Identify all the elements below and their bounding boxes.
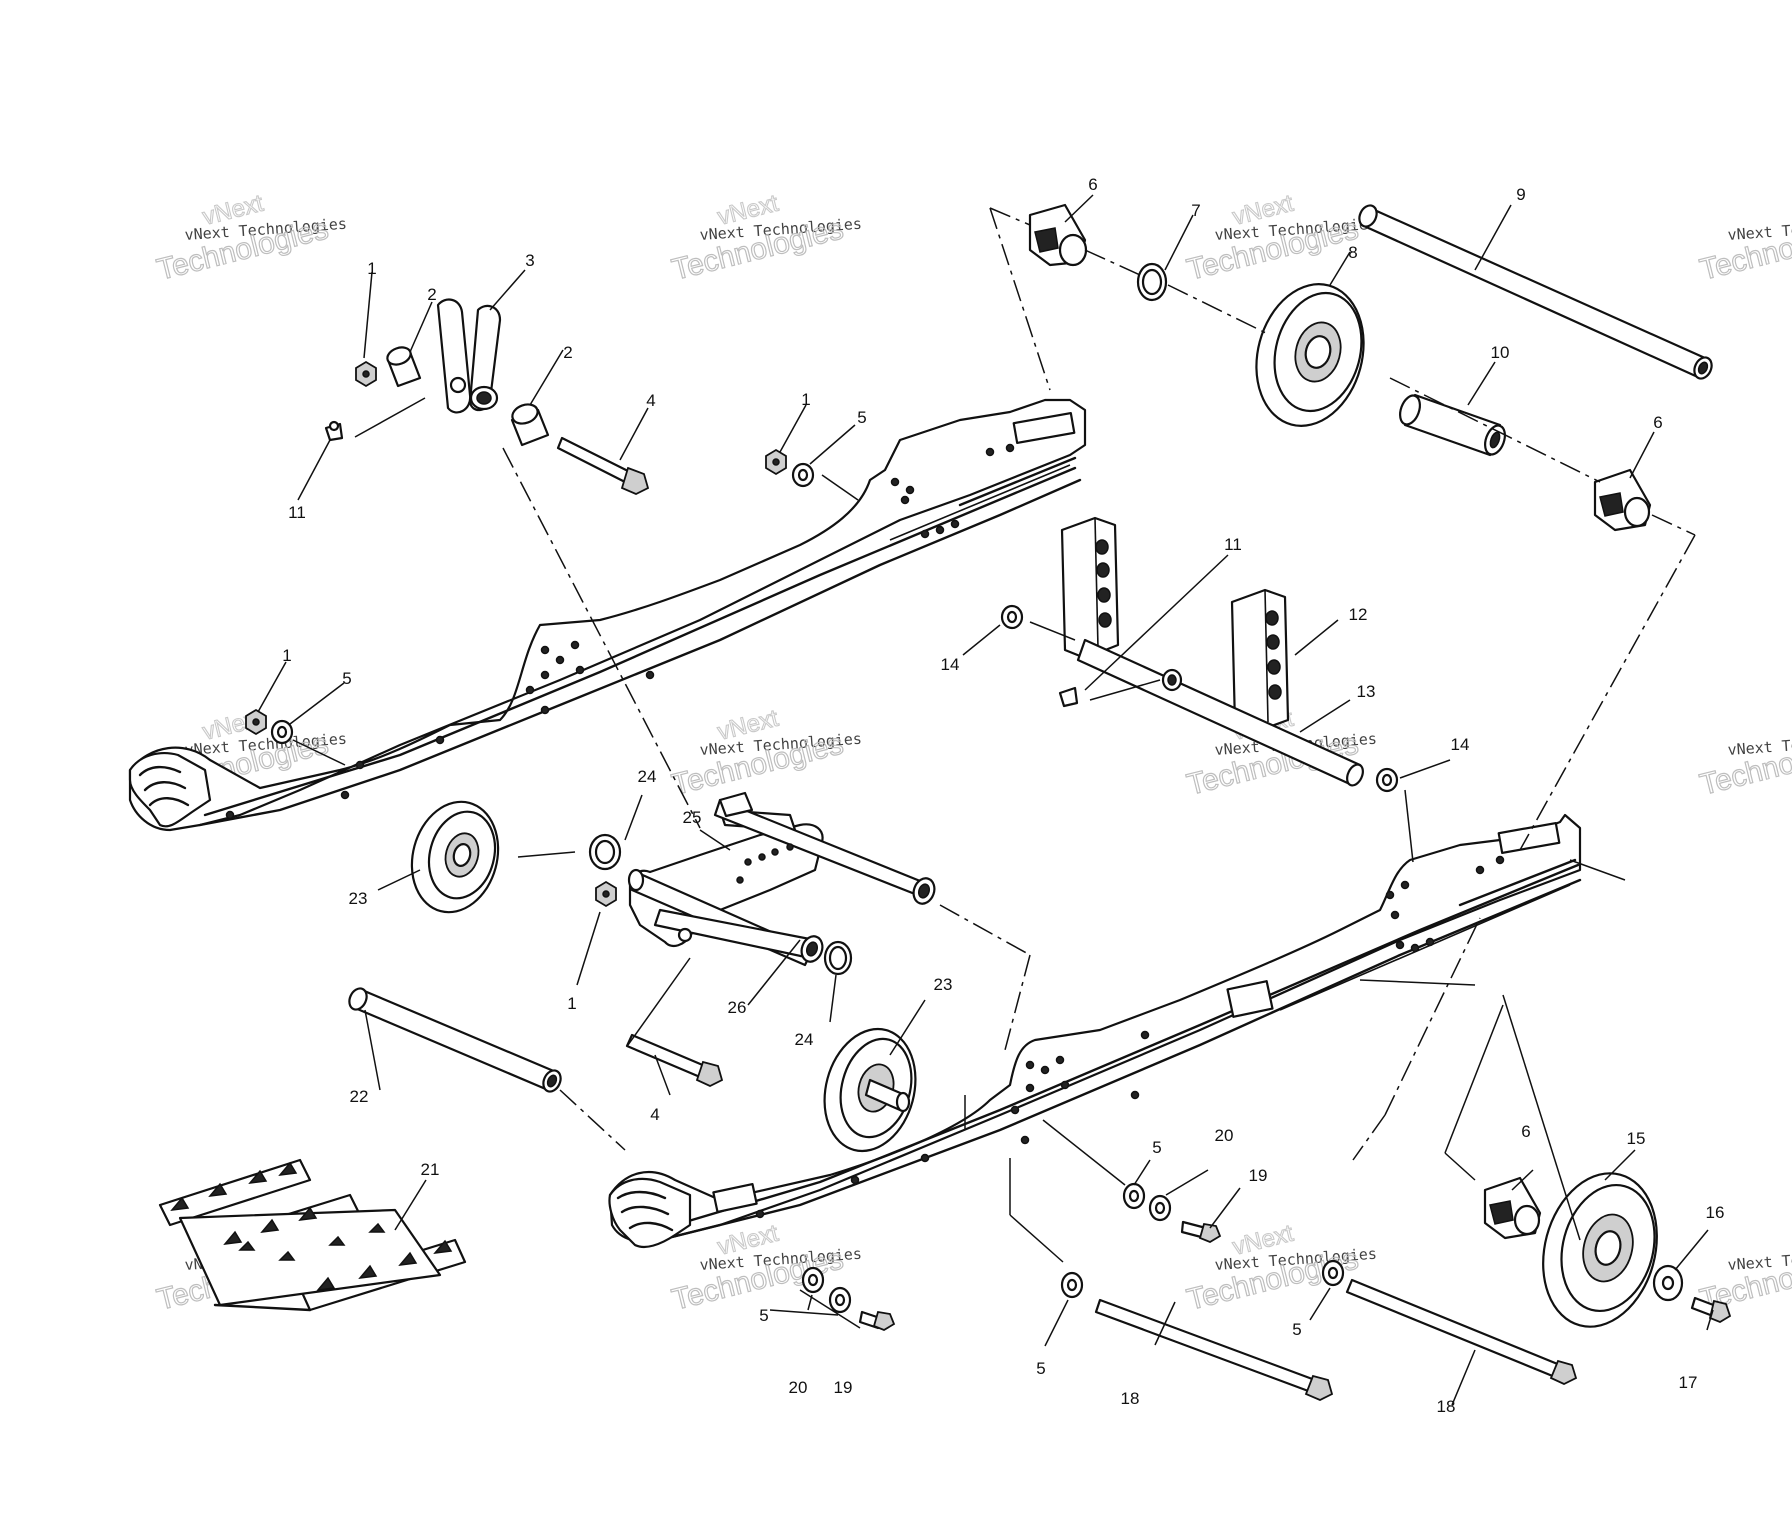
callout-label: 22 xyxy=(350,1087,369,1106)
right-slide-rail xyxy=(608,813,1582,1249)
watermark: vNext vNext Technologies Technologies xyxy=(668,189,862,287)
link-plate-icon xyxy=(436,298,502,414)
callout-label: 24 xyxy=(638,767,657,786)
callout-label: 20 xyxy=(789,1378,808,1397)
wheel-bracket-icon xyxy=(1483,1176,1542,1240)
callout-label: 2 xyxy=(563,343,572,362)
callout-label: 15 xyxy=(1627,1129,1646,1148)
callout-label: 2 xyxy=(427,285,436,304)
bolt-icon xyxy=(858,1310,896,1332)
callout-label: 6 xyxy=(1653,413,1662,432)
callout-label: 24 xyxy=(795,1030,814,1049)
left-slide-rail xyxy=(128,398,1087,832)
callout-label: 21 xyxy=(421,1160,440,1179)
callout-label: 5 xyxy=(759,1306,768,1325)
watermark: vNext vNext Technologies Technologies xyxy=(668,704,862,802)
bolt-icon xyxy=(1690,1296,1732,1324)
wheel-bracket-icon xyxy=(1593,468,1652,532)
front-torque-arm xyxy=(348,791,936,1153)
callout-label: 18 xyxy=(1437,1397,1456,1416)
callout-label: 1 xyxy=(282,646,291,665)
leader-lines xyxy=(257,194,1714,1406)
rail-holes xyxy=(225,443,1015,820)
watermark: vNext vNext Technologies Technologies xyxy=(1183,189,1377,287)
callout-label: 5 xyxy=(857,408,866,427)
rear-scissor-bracket xyxy=(1000,516,1399,793)
callout-label: 14 xyxy=(941,655,960,674)
callout-label: 13 xyxy=(1357,682,1376,701)
callout-labels: 1 2 3 2 4 11 1 5 1 5 6 7 8 9 10 6 11 12 … xyxy=(282,175,1724,1416)
top-right-hardware xyxy=(1028,203,1713,532)
axle-tube-icon xyxy=(1358,204,1713,380)
callout-label: 1 xyxy=(801,390,810,409)
callout-label: 11 xyxy=(1224,535,1242,554)
callout-label: 5 xyxy=(342,669,351,688)
grease-fitting-icon xyxy=(1058,686,1079,708)
callout-label: 25 xyxy=(683,808,702,827)
callout-label: 16 xyxy=(1706,1203,1725,1222)
idler-wheel-icon xyxy=(410,800,500,914)
bolt-icon xyxy=(625,1033,724,1087)
long-bolt-icon xyxy=(1345,1278,1578,1385)
bolt-icon xyxy=(1180,1220,1222,1244)
grease-fitting-icon xyxy=(324,420,344,442)
long-bolt-icon xyxy=(1094,1298,1334,1401)
watermark: vNext Technologies Technologies xyxy=(1696,212,1792,288)
callout-label: 18 xyxy=(1121,1389,1140,1408)
axle-tube-icon xyxy=(348,987,562,1093)
idler-wheel-icon xyxy=(1255,283,1365,427)
rear-hardware xyxy=(801,1172,1732,1401)
callout-label: 4 xyxy=(650,1105,659,1124)
callout-label: 19 xyxy=(1249,1166,1268,1185)
callout-label: 11 xyxy=(288,503,306,522)
callout-label: 10 xyxy=(1491,343,1510,362)
callout-label: 17 xyxy=(1679,1373,1698,1392)
idler-wheel-icon xyxy=(1542,1172,1658,1328)
callout-label: 6 xyxy=(1088,175,1097,194)
callout-label: 4 xyxy=(646,391,655,410)
cross-shaft-icon xyxy=(1076,638,1364,787)
bolt-icon xyxy=(556,436,650,495)
hyfax-slide-strip xyxy=(158,1158,467,1312)
watermark: vNext vNext Technologies Technologies xyxy=(153,189,347,287)
spacer-bushing-icon xyxy=(510,403,550,447)
callout-label: 23 xyxy=(934,975,953,994)
watermark: vNext Technologies Technologies xyxy=(1696,727,1792,803)
spacer-tube-icon xyxy=(1399,393,1506,457)
callout-label: 9 xyxy=(1516,185,1525,204)
callout-label: 7 xyxy=(1191,201,1200,220)
callout-label: 20 xyxy=(1215,1126,1234,1145)
callout-label: 23 xyxy=(349,889,368,908)
top-left-hardware xyxy=(245,298,815,745)
idler-wheel-icon xyxy=(823,1027,917,1153)
callout-label: 1 xyxy=(567,994,576,1013)
callout-label: 26 xyxy=(728,998,747,1017)
center-lines xyxy=(502,207,1696,1161)
callout-label: 5 xyxy=(1036,1359,1045,1378)
callout-label: 1 xyxy=(367,259,376,278)
callout-label: 5 xyxy=(1292,1320,1301,1339)
callout-label: 8 xyxy=(1348,243,1357,262)
rail-holes xyxy=(755,855,1505,1219)
spacer-bushing-icon xyxy=(386,346,422,388)
callout-label: 5 xyxy=(1152,1138,1161,1157)
callout-label: 12 xyxy=(1349,605,1368,624)
callout-label: 3 xyxy=(525,251,534,270)
callout-label: 14 xyxy=(1451,735,1470,754)
callout-label: 6 xyxy=(1521,1122,1530,1141)
callout-label: 19 xyxy=(834,1378,853,1397)
wheel-bracket-icon xyxy=(1028,203,1088,267)
